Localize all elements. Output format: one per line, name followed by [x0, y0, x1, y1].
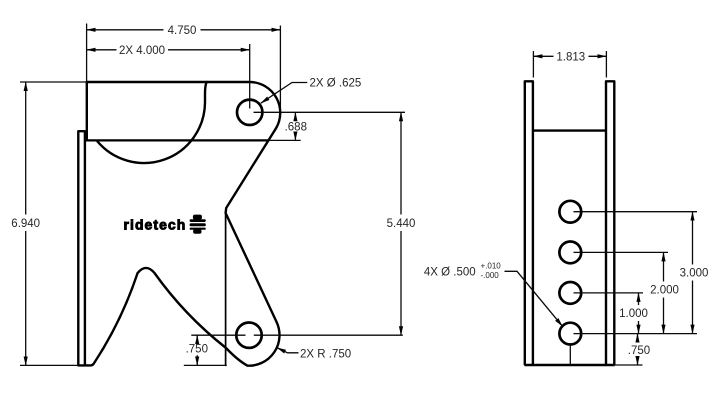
svg-text:ridetech: ridetech	[124, 216, 187, 232]
svg-text:-.000: -.000	[481, 271, 500, 280]
svg-text:4.750: 4.750	[168, 25, 197, 37]
svg-text:2.000: 2.000	[650, 285, 679, 297]
svg-text:2X 4.000: 2X 4.000	[119, 45, 165, 57]
svg-text:.750: .750	[186, 344, 208, 356]
svg-text:1.813: 1.813	[556, 52, 585, 64]
svg-text:5.440: 5.440	[387, 218, 416, 230]
svg-text:2X R .750: 2X R .750	[300, 349, 351, 361]
svg-text:+.010: +.010	[481, 261, 502, 270]
svg-text:2X Ø .625: 2X Ø .625	[310, 78, 362, 90]
svg-text:3.000: 3.000	[680, 268, 709, 280]
svg-text:6.940: 6.940	[11, 218, 40, 230]
svg-text:.750: .750	[628, 345, 650, 357]
svg-text:1.000: 1.000	[619, 308, 648, 320]
svg-text:.688: .688	[285, 121, 307, 133]
svg-text:4X Ø .500: 4X Ø .500	[424, 267, 476, 279]
